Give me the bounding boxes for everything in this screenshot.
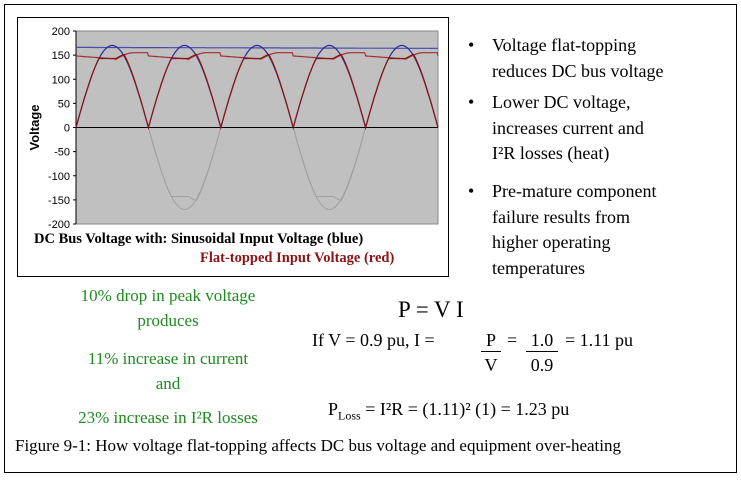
equals-sign: =: [507, 330, 518, 350]
equation-pvi: P = V I: [398, 297, 464, 322]
y-tick-label: 100: [52, 74, 70, 86]
bullet-icon: •: [468, 92, 475, 112]
bullet-text: temperatures: [492, 257, 585, 278]
green-text-1: 10% drop in peak voltage: [80, 286, 256, 305]
bullet-text: I²R losses (heat): [492, 143, 610, 163]
bullet-icon: •: [468, 181, 475, 201]
fraction-numerator-1: 1.0: [526, 330, 558, 352]
green-text-3: 11% increase in current: [87, 349, 249, 368]
y-tick-label: -150: [48, 195, 70, 207]
chart-caption-blue: DC Bus Voltage with: Sinusoidal Input Vo…: [34, 231, 364, 247]
y-tick-label: 200: [52, 26, 70, 38]
y-tick-label: 150: [52, 50, 70, 62]
equation-result: = 1.11 pu: [565, 330, 633, 350]
y-axis-label: Voltage: [27, 105, 42, 151]
y-tick-label: -200: [48, 219, 70, 231]
fraction-denominator-09: 0.9: [530, 355, 554, 375]
green-text-2: produces: [137, 311, 199, 330]
ploss-text: PLoss = I²R = (1.11)² (1) = 1.23 pu: [328, 399, 570, 423]
bullet-icon: •: [468, 35, 475, 55]
negative-flat-series: [147, 127, 222, 202]
y-tick-label: 50: [58, 98, 70, 110]
red-flat-topped-series: [75, 53, 439, 130]
bullet-text: increases current and: [492, 117, 644, 138]
green-text-4: and: [155, 374, 181, 393]
fraction-denominator-v: V: [484, 355, 498, 375]
negative-flat-series: [292, 127, 367, 202]
fraction-numerator-p: P: [481, 330, 501, 352]
bullet-text: reduces DC bus voltage: [492, 60, 664, 81]
bullet-text: Voltage flat-topping: [492, 35, 637, 55]
bullet-text: higher operating: [492, 232, 611, 252]
equation-if: If V = 0.9 pu, I =: [312, 330, 435, 350]
blue-dc-bus-series: [76, 46, 438, 49]
y-tick-label: 0: [64, 123, 70, 135]
bullet-text: Lower DC voltage,: [492, 92, 631, 112]
bullet-text: failure results from: [492, 206, 630, 227]
equation-ploss: PLoss = I²R = (1.11)² (1) = 1.23 pu: [328, 399, 569, 424]
y-tick-label: -100: [48, 171, 70, 183]
figure-border: [4, 4, 737, 473]
y-tick-label: -50: [54, 147, 70, 159]
bullet-text: Pre-mature component: [492, 181, 657, 201]
chart-caption-red: Flat-topped Input Voltage (red): [200, 250, 395, 266]
green-text-5: 23% increase in I²R losses: [78, 408, 258, 427]
chart-frame: [17, 17, 449, 277]
figure-caption: Figure 9-1: How voltage flat-topping aff…: [15, 436, 621, 455]
